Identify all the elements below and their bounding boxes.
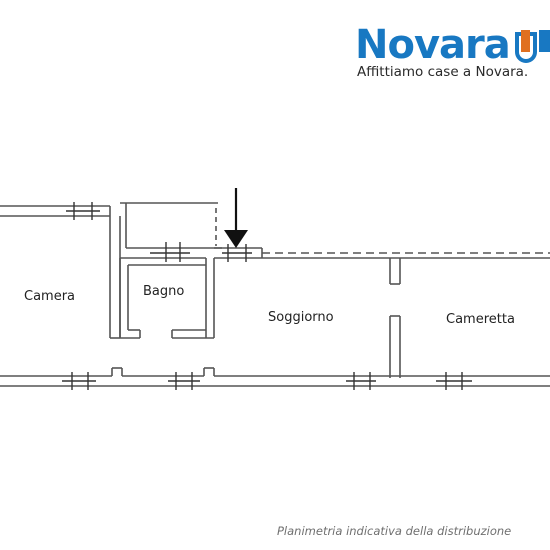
room-label-bagno: Bagno — [143, 284, 185, 299]
walls — [0, 202, 550, 387]
brand-name: Novara — [355, 22, 511, 68]
brand-tagline: Affittiamo case a Novara. — [357, 64, 529, 80]
brand-logo: Novara — [355, 22, 511, 68]
room-label-cameretta: Cameretta — [446, 312, 515, 327]
down-arrow-icon — [224, 188, 248, 248]
plan-caption: Planimetria indicativa della distribuzio… — [277, 524, 512, 538]
room-label-camera: Camera — [24, 289, 76, 304]
windows — [62, 202, 472, 390]
room-label-soggiorno: Soggiorno — [268, 310, 334, 325]
